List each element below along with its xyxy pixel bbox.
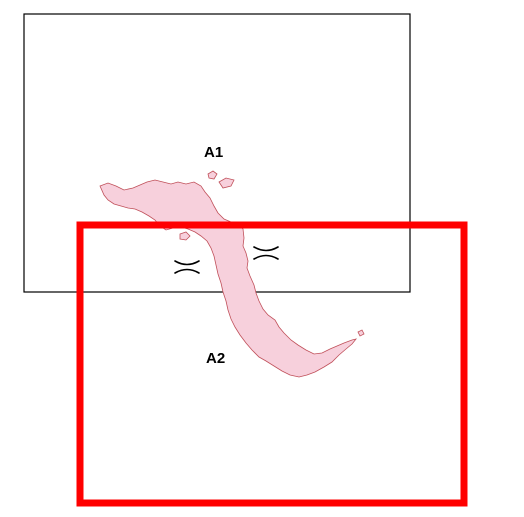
interest-arc-icon <box>174 260 200 274</box>
interest-arc-icon <box>253 246 279 260</box>
island-shape <box>99 170 365 378</box>
area-a1-label: A1 <box>204 144 223 161</box>
area-a1-frame <box>23 13 411 293</box>
area-a2-label: A2 <box>206 350 225 367</box>
area-a2-frame <box>76 221 468 507</box>
